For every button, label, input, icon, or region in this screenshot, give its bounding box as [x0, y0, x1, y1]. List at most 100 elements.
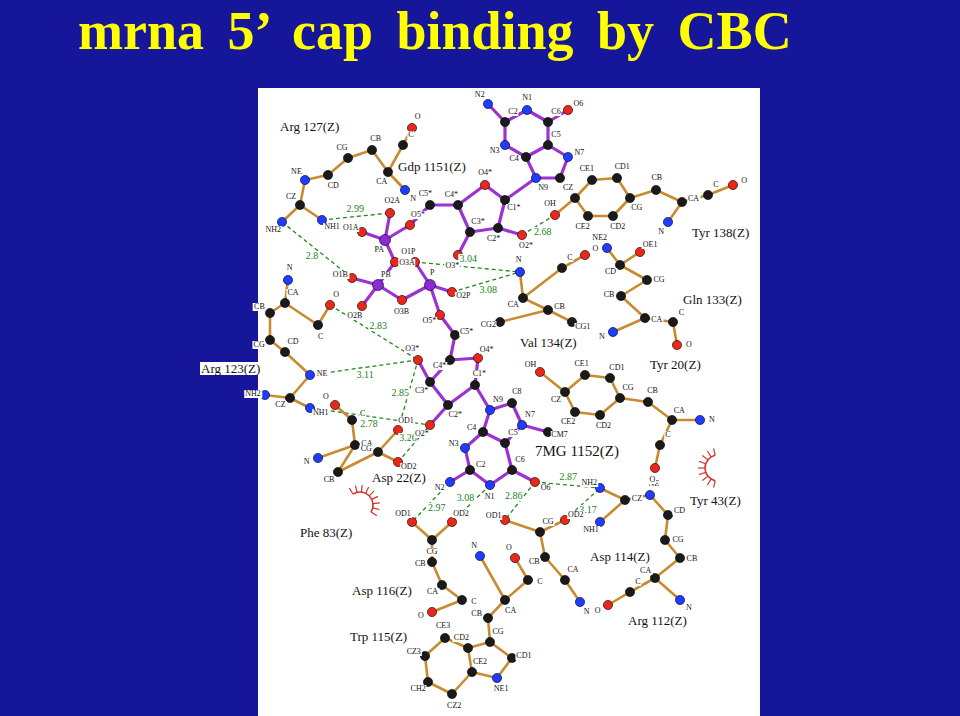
- atom-label: CA: [286, 289, 299, 297]
- atom-label: CG: [253, 341, 266, 349]
- hydrophobic-arc: [698, 448, 715, 487]
- atom-sphere: [663, 217, 672, 226]
- atom-label: P: [429, 269, 435, 277]
- atom-label: CA: [507, 301, 520, 309]
- atom-label: CE2: [574, 223, 590, 231]
- bond-line: [285, 352, 310, 375]
- hydrophobic-spoke: [371, 512, 377, 516]
- atom-label: CB: [646, 387, 659, 395]
- atom-label: N3: [489, 147, 501, 155]
- atom-sphere: [535, 527, 544, 536]
- atom-label: PB: [380, 271, 392, 279]
- atom-label: CA: [375, 178, 388, 186]
- residue-label: Trp 115(Z): [350, 630, 407, 643]
- atom-label: CD1: [614, 163, 631, 171]
- atom-sphere: [485, 637, 494, 646]
- atom-label: C1*: [472, 370, 487, 378]
- atom-sphere: [445, 477, 454, 486]
- atom-sphere: [663, 510, 672, 519]
- atom-label: C: [359, 410, 366, 418]
- atom-sphere: [330, 400, 339, 409]
- atom-label: C5: [507, 429, 518, 437]
- atom-label: O1B: [332, 271, 349, 279]
- atom-sphere: [555, 173, 564, 182]
- atom-label: CG: [652, 276, 665, 284]
- atom-label: C: [317, 333, 324, 341]
- atom-sphere: [500, 117, 509, 126]
- atom-label: O6: [572, 100, 584, 108]
- atom-sphere: [517, 420, 526, 429]
- atom-label: N: [708, 416, 716, 424]
- atom-label: C4: [508, 155, 519, 163]
- hydrophobic-spoke: [369, 491, 374, 496]
- atom-label: C3*: [470, 218, 485, 226]
- atom-sphere: [603, 600, 612, 609]
- atom-label: O: [332, 291, 340, 299]
- atom-label: CZ: [631, 495, 643, 503]
- atom-sphere: [531, 173, 540, 182]
- atom-sphere: [380, 235, 391, 246]
- residue-label: Tyr 20(Z): [650, 358, 701, 371]
- atom-label: NE1: [493, 685, 510, 693]
- bond-distance: 2.68: [533, 227, 553, 237]
- hydrophobic-spoke: [361, 485, 363, 492]
- atom-label: PA: [373, 246, 385, 254]
- atom-sphere: [507, 465, 516, 474]
- atom-label: OD2: [452, 510, 470, 518]
- atom-sphere: [265, 335, 274, 344]
- atom-sphere: [620, 495, 629, 504]
- atom-label: CD2: [595, 422, 612, 430]
- atom-sphere: [540, 552, 549, 561]
- atom-sphere: [473, 353, 482, 362]
- atom-sphere: [295, 200, 304, 209]
- residue-label: Gdp 1151(Z): [398, 160, 466, 173]
- atom-label: O2P: [455, 292, 471, 300]
- atom-label: O2B: [346, 312, 363, 320]
- atom-label: C: [634, 578, 641, 586]
- atom-label: C5*: [459, 328, 474, 336]
- atom-label: O: [505, 544, 513, 552]
- atom-label: O: [322, 393, 330, 401]
- atom-label: OD1: [394, 510, 412, 518]
- atom-label: CD: [604, 268, 617, 276]
- atom-label: C: [470, 598, 477, 606]
- atom-sphere: [522, 105, 531, 114]
- atom-sphere: [645, 490, 654, 499]
- atom-label: N3: [448, 440, 460, 448]
- atom-label: CE2: [560, 418, 576, 426]
- residue-label: Tyr 43(Z): [690, 494, 741, 507]
- atom-sphere: [280, 347, 289, 356]
- atom-sphere: [563, 105, 572, 114]
- atom-label: OD1: [485, 512, 503, 520]
- slide-title: mrna 5’ cap binding by CBC: [78, 4, 792, 58]
- atom-label: NE: [290, 168, 303, 176]
- atom-label: O: [740, 177, 748, 185]
- residue-label: Val 134(Z): [520, 336, 577, 349]
- atom-sphere: [535, 367, 544, 376]
- atom-label: N: [685, 604, 693, 612]
- atom-label: CD: [286, 338, 299, 346]
- atom-sphere: [560, 575, 569, 584]
- residue-label: Asp 114(Z): [590, 550, 650, 563]
- atom-label: N1: [521, 94, 533, 102]
- atom-label: CH2: [410, 685, 427, 693]
- atom-sphere: [325, 300, 334, 309]
- atom-label: NH1: [582, 526, 600, 534]
- atom-sphere: [605, 373, 614, 382]
- atom-sphere: [616, 291, 625, 300]
- bond-distance: 2.99: [345, 204, 365, 214]
- atom-label: O1P: [400, 248, 416, 256]
- residue-label: Arg 112(Z): [628, 614, 687, 627]
- atom-label: NH1: [312, 409, 330, 417]
- atom-sphere: [300, 175, 309, 184]
- atom-label: OD2: [400, 463, 418, 471]
- atom-label: CM7: [550, 431, 568, 439]
- atom-sphere: [640, 313, 649, 322]
- atom-label: O5*: [421, 317, 437, 325]
- atom-label: CZ: [274, 401, 286, 409]
- atom-label: CZ: [550, 396, 562, 404]
- residue-label: 7MG 1152(Z): [535, 444, 619, 459]
- atom-label: CB: [650, 174, 663, 182]
- atom-sphere: [457, 595, 466, 604]
